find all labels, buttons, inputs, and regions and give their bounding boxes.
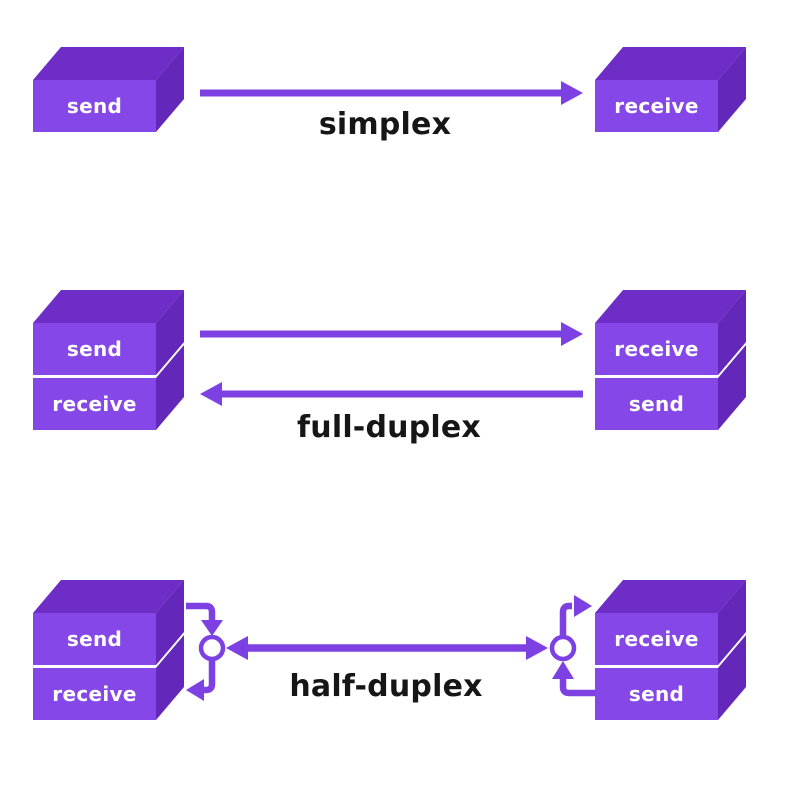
box-full-duplex-left-send — [33, 290, 184, 375]
left-receive-connector-path — [204, 660, 216, 694]
box-side-face — [156, 635, 184, 720]
left-send-connector-path — [186, 602, 216, 620]
box-front-face — [595, 378, 718, 430]
right-send-connector-path — [559, 679, 595, 697]
box-half-duplex-left-send — [33, 580, 184, 665]
full-duplex-backward-head-icon — [200, 382, 222, 406]
box-side-face — [156, 290, 184, 375]
box-top-face — [33, 290, 184, 323]
half-duplex-left-junction-node-icon — [198, 634, 226, 662]
box-simplex-right-receive — [595, 47, 746, 132]
half-duplex-shared-channel-arrow — [226, 636, 548, 660]
box-full-duplex-left-receive — [33, 345, 184, 430]
box-side-face — [156, 580, 184, 665]
box-top-face — [33, 47, 184, 80]
left-send-connector-head-icon — [201, 620, 223, 636]
box-side-face — [718, 580, 746, 665]
box-front-face — [33, 378, 156, 430]
box-side-face — [718, 290, 746, 375]
box-side-face — [156, 47, 184, 132]
box-side-face — [156, 345, 184, 430]
half-duplex-right-send-connector — [552, 661, 595, 697]
box-top-face — [595, 47, 746, 80]
right-receive-connector-head-icon — [574, 595, 592, 617]
half-duplex-right-junction-node-icon — [549, 634, 577, 662]
box-side-face — [718, 47, 746, 132]
box-half-duplex-left-receive — [33, 635, 184, 720]
left-receive-connector-head-icon — [186, 679, 204, 701]
half-duplex-left-send-connector — [186, 602, 223, 636]
half-duplex-right-receive-connector — [559, 595, 592, 636]
half-duplex-channel-head-right-icon — [526, 636, 548, 660]
full-duplex-forward-head-icon — [561, 322, 583, 346]
box-side-face — [718, 345, 746, 430]
full-duplex-arrow-backward — [200, 382, 583, 406]
simplex-arrow — [200, 81, 583, 105]
right-receive-connector-path — [559, 602, 572, 636]
box-top-face — [33, 580, 184, 613]
right-send-connector-head-icon — [552, 661, 574, 679]
box-front-face — [33, 668, 156, 720]
box-half-duplex-right-send — [595, 635, 746, 720]
box-front-face — [595, 323, 718, 375]
box-front-face — [595, 668, 718, 720]
box-front-face — [33, 80, 156, 132]
box-top-face — [595, 290, 746, 323]
box-side-face — [718, 635, 746, 720]
box-front-face — [595, 613, 718, 665]
box-front-face — [33, 323, 156, 375]
simplex-arrow-head-right-icon — [561, 81, 583, 105]
box-top-face — [595, 580, 746, 613]
box-half-duplex-right-receive — [595, 580, 746, 665]
box-full-duplex-right-send — [595, 345, 746, 430]
full-duplex-arrow-forward — [200, 322, 583, 346]
box-simplex-left-send — [33, 47, 184, 132]
box-full-duplex-right-receive — [595, 290, 746, 375]
half-duplex-channel-head-left-icon — [226, 636, 248, 660]
box-front-face — [595, 80, 718, 132]
box-front-face — [33, 613, 156, 665]
half-duplex-left-receive-connector — [186, 660, 216, 701]
